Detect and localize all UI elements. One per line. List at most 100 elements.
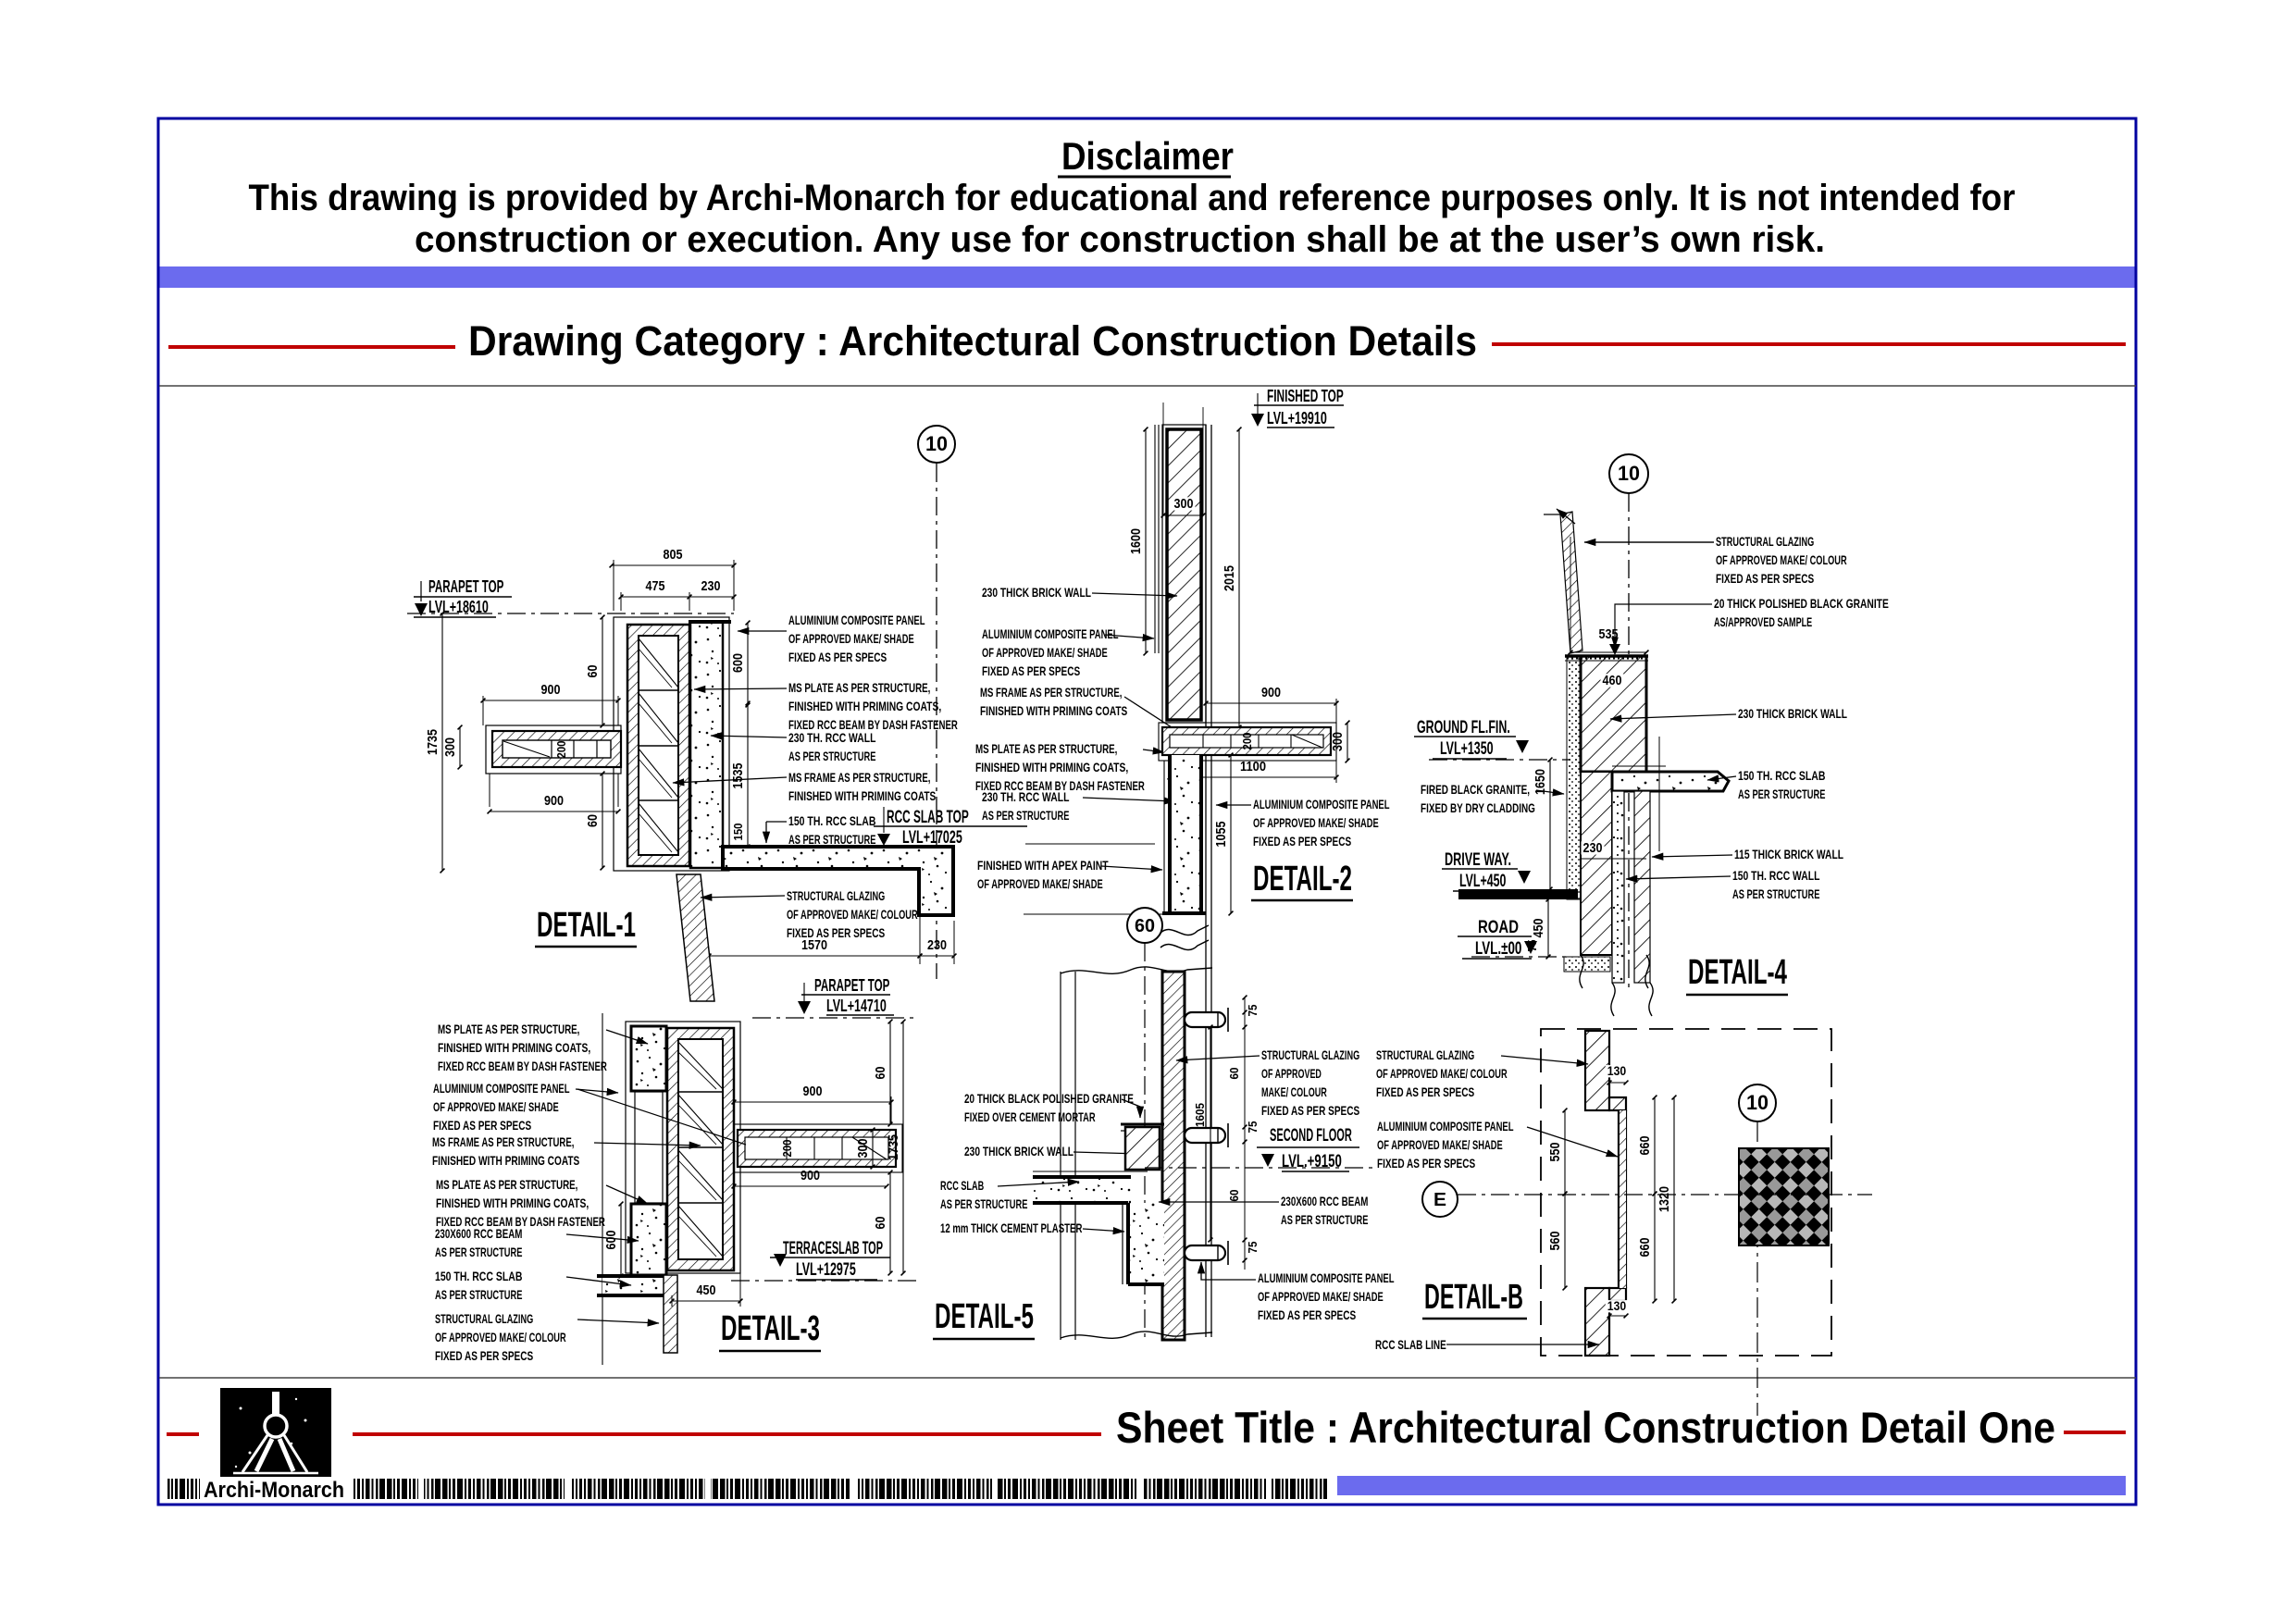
svg-text:900: 900 — [541, 682, 561, 698]
svg-text:Disclaimer: Disclaimer — [1061, 134, 1234, 178]
svg-text:FIXED BY DRY CLADDING: FIXED BY DRY CLADDING — [1421, 800, 1535, 815]
svg-text:LVL+1350: LVL+1350 — [1440, 739, 1494, 759]
svg-text:OF APPROVED MAKE/ COLOUR: OF APPROVED MAKE/ COLOUR — [1376, 1066, 1508, 1081]
svg-text:DETAIL-B: DETAIL-B — [1424, 1278, 1523, 1317]
svg-text:ALUMINIUM COMPOSITE PANEL: ALUMINIUM COMPOSITE PANEL — [1377, 1119, 1514, 1134]
svg-text:OF APPROVED MAKE/ COLOUR: OF APPROVED MAKE/ COLOUR — [435, 1330, 566, 1344]
svg-text:FINISHED WITH PRIMING COATS: FINISHED WITH PRIMING COATS — [788, 788, 936, 803]
svg-text:200: 200 — [780, 1140, 794, 1158]
svg-text:230 TH. RCC WALL: 230 TH. RCC WALL — [982, 789, 1070, 804]
svg-text:1055: 1055 — [1213, 822, 1229, 848]
svg-text:130: 130 — [1607, 1063, 1627, 1078]
svg-text:1735: 1735 — [425, 729, 441, 755]
svg-text:230 THICK BRICK WALL: 230 THICK BRICK WALL — [982, 585, 1091, 600]
svg-text:ALUMINIUM COMPOSITE PANEL: ALUMINIUM COMPOSITE PANEL — [1253, 797, 1390, 812]
svg-text:ALUMINIUM COMPOSITE PANEL: ALUMINIUM COMPOSITE PANEL — [433, 1081, 570, 1096]
svg-text:60: 60 — [873, 1067, 888, 1080]
svg-text:600: 600 — [730, 653, 746, 673]
svg-text:Archi-Monarch: Archi-Monarch — [204, 1478, 344, 1503]
svg-text:OF APPROVED MAKE/ SHADE: OF APPROVED MAKE/ SHADE — [433, 1099, 559, 1114]
svg-text:900: 900 — [800, 1168, 820, 1183]
svg-text:STRUCTURAL GLAZING: STRUCTURAL GLAZING — [1376, 1047, 1474, 1062]
svg-text:FIXED RCC BEAM BY DASH FASTENE: FIXED RCC BEAM BY DASH FASTENER — [975, 778, 1145, 793]
svg-text:PARAPET TOP: PARAPET TOP — [428, 577, 503, 596]
svg-text:DETAIL-3: DETAIL-3 — [721, 1309, 820, 1348]
svg-text:FIXED RCC BEAM BY DASH FASTENE: FIXED RCC BEAM BY DASH FASTENER — [436, 1214, 605, 1229]
svg-text:805: 805 — [664, 547, 683, 563]
svg-text:460: 460 — [1603, 673, 1622, 688]
svg-text:SECOND FLOOR: SECOND FLOOR — [1270, 1126, 1352, 1146]
svg-text:MS PLATE AS PER STRUCTURE,: MS PLATE AS PER STRUCTURE, — [788, 680, 930, 695]
svg-text:MS FRAME AS PER STRUCTURE,: MS FRAME AS PER STRUCTURE, — [432, 1134, 574, 1149]
svg-text:1650: 1650 — [1533, 769, 1548, 795]
svg-text:115 THICK BRICK WALL: 115 THICK BRICK WALL — [1734, 847, 1843, 861]
svg-text:600: 600 — [603, 1231, 619, 1250]
svg-text:300: 300 — [855, 1139, 871, 1158]
svg-text:ROAD: ROAD — [1478, 918, 1519, 937]
svg-text:STRUCTURAL GLAZING: STRUCTURAL GLAZING — [787, 888, 885, 903]
svg-text:LVL+450: LVL+450 — [1459, 872, 1506, 891]
svg-text:450: 450 — [1531, 919, 1546, 938]
svg-text:900: 900 — [803, 1084, 823, 1099]
svg-text:Drawing Category : Architectur: Drawing Category : Architectural Constru… — [468, 317, 1477, 365]
svg-text:AS PER STRUCTURE: AS PER STRUCTURE — [982, 808, 1069, 823]
svg-text:FIRED BLACK GRANITE,: FIRED BLACK GRANITE, — [1421, 782, 1530, 797]
svg-text:660: 660 — [1637, 1238, 1653, 1258]
svg-text:230: 230 — [927, 937, 947, 953]
svg-text:230X600 RCC BEAM: 230X600 RCC BEAM — [1281, 1194, 1368, 1208]
svg-text:This drawing is provided by Ar: This drawing is provided by Archi-Monarc… — [249, 178, 2016, 218]
svg-text:550: 550 — [1547, 1143, 1563, 1162]
svg-text:2015: 2015 — [1222, 565, 1237, 591]
svg-text:AS PER STRUCTURE: AS PER STRUCTURE — [1281, 1212, 1368, 1227]
svg-text:560: 560 — [1547, 1232, 1563, 1251]
svg-text:AS PER STRUCTURE: AS PER STRUCTURE — [788, 749, 875, 763]
svg-text:230X600 RCC BEAM: 230X600 RCC BEAM — [435, 1226, 522, 1241]
svg-text:LVL.+9150: LVL.+9150 — [1282, 1152, 1342, 1171]
svg-text:FIXED AS PER SPECS: FIXED AS PER SPECS — [435, 1348, 533, 1363]
svg-text:AS PER STRUCTURE: AS PER STRUCTURE — [940, 1196, 1027, 1211]
svg-text:200: 200 — [1240, 733, 1254, 750]
svg-text:10: 10 — [1746, 1091, 1769, 1114]
svg-text:ALUMINIUM COMPOSITE PANEL: ALUMINIUM COMPOSITE PANEL — [788, 613, 925, 627]
svg-text:MAKE/ COLOUR: MAKE/ COLOUR — [1261, 1084, 1327, 1099]
svg-text:STRUCTURAL GLAZING: STRUCTURAL GLAZING — [1261, 1047, 1359, 1062]
svg-text:DETAIL-5: DETAIL-5 — [935, 1297, 1034, 1336]
svg-text:OF APPROVED MAKE/ SHADE: OF APPROVED MAKE/ SHADE — [982, 645, 1108, 660]
svg-text:GROUND FL.FIN.: GROUND FL.FIN. — [1417, 718, 1510, 737]
svg-text:AS PER STRUCTURE: AS PER STRUCTURE — [1738, 787, 1825, 801]
svg-text:300: 300 — [442, 737, 458, 757]
svg-text:OF APPROVED MAKE/ SHADE: OF APPROVED MAKE/ SHADE — [977, 876, 1103, 891]
svg-text:1100: 1100 — [1240, 759, 1266, 774]
svg-text:60: 60 — [585, 814, 601, 827]
svg-text:FIXED AS PER SPECS: FIXED AS PER SPECS — [1253, 834, 1351, 849]
svg-text:230 THICK BRICK WALL: 230 THICK BRICK WALL — [1738, 706, 1847, 721]
svg-text:475: 475 — [646, 578, 665, 594]
svg-text:230: 230 — [701, 578, 721, 594]
svg-text:LVL.±00: LVL.±00 — [1475, 939, 1521, 959]
svg-text:150: 150 — [731, 824, 745, 841]
svg-text:RCC SLAB TOP: RCC SLAB TOP — [887, 808, 969, 827]
svg-text:FIXED RCC BEAM BY DASH FASTENE: FIXED RCC BEAM BY DASH FASTENER — [438, 1059, 607, 1073]
svg-text:MS PLATE AS PER STRUCTURE,: MS PLATE AS PER STRUCTURE, — [975, 741, 1117, 756]
svg-text:20 THICK BLACK POLISHED GRANIT: 20 THICK BLACK POLISHED GRANITE — [964, 1091, 1134, 1106]
svg-text:OF APPROVED MAKE/ SHADE: OF APPROVED MAKE/ SHADE — [788, 631, 914, 646]
svg-text:450: 450 — [697, 1282, 716, 1298]
svg-text:DETAIL-1: DETAIL-1 — [537, 906, 636, 945]
svg-text:150 TH. RCC SLAB: 150 TH. RCC SLAB — [435, 1269, 522, 1283]
svg-text:AS PER STRUCTURE: AS PER STRUCTURE — [435, 1245, 522, 1259]
svg-text:OF APPROVED: OF APPROVED — [1261, 1066, 1322, 1081]
svg-text:AS PER STRUCTURE: AS PER STRUCTURE — [435, 1287, 522, 1302]
svg-text:AS/APPROVED SAMPLE: AS/APPROVED SAMPLE — [1714, 614, 1812, 629]
svg-text:FINISHED WITH PRIMING COATS: FINISHED WITH PRIMING COATS — [432, 1153, 579, 1168]
svg-text:900: 900 — [544, 793, 564, 809]
svg-text:FIXED AS PER SPECS: FIXED AS PER SPECS — [1261, 1103, 1359, 1118]
svg-text:FINISHED TOP: FINISHED TOP — [1267, 387, 1344, 405]
svg-text:OF APPROVED MAKE/ SHADE: OF APPROVED MAKE/ SHADE — [1253, 815, 1379, 830]
svg-text:60: 60 — [1227, 1190, 1241, 1202]
svg-text:STRUCTURAL GLAZING: STRUCTURAL GLAZING — [1716, 534, 1814, 549]
svg-text:230 TH. RCC WALL: 230 TH. RCC WALL — [788, 730, 876, 745]
svg-text:FIXED AS PER SPECS: FIXED AS PER SPECS — [433, 1118, 531, 1133]
svg-text:MS FRAME AS PER STRUCTURE,: MS FRAME AS PER STRUCTURE, — [788, 770, 930, 785]
svg-text:660: 660 — [1637, 1136, 1653, 1156]
svg-text:75: 75 — [1246, 1005, 1260, 1017]
